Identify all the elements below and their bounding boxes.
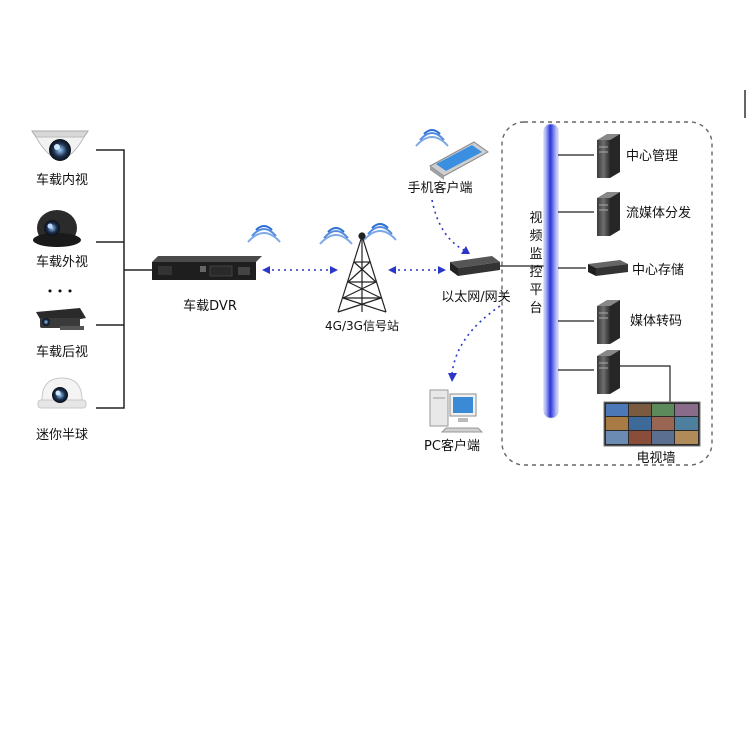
server-media-transcode-label: 媒体转码 — [630, 314, 682, 329]
tower-label: 4G/3G信号站 — [325, 319, 399, 333]
dvr-label: 车载DVR — [183, 298, 237, 314]
camera-inner-label: 车载内视 — [36, 172, 88, 188]
storage-box-icon — [588, 260, 628, 276]
camera-outer-label: 车载外视 — [36, 254, 88, 270]
svg-text:控: 控 — [529, 265, 542, 280]
wireless-wave-icon — [247, 225, 281, 243]
mini-dome-camera-icon — [37, 377, 87, 409]
tv-wall-label: 电视墙 — [636, 451, 675, 466]
bus-connectors — [558, 154, 594, 371]
tv-wall-icon — [603, 401, 701, 447]
link-gateway-pc — [448, 305, 501, 382]
dvr-device-icon — [152, 256, 262, 280]
link-tower-gateway — [388, 266, 446, 274]
svg-text:频: 频 — [529, 229, 542, 244]
platform-vertical-label: 视 频 监 控 平 台 — [529, 211, 542, 316]
edge-mark — [744, 90, 746, 118]
server-tower-icon — [597, 300, 620, 344]
signal-tower-icon — [337, 232, 387, 313]
rear-camera-icon — [36, 308, 86, 330]
link-mobile-gateway — [431, 199, 470, 254]
svg-text:平: 平 — [529, 283, 542, 298]
gateway-switch-icon — [450, 256, 500, 276]
server-center-mgmt-label: 中心管理 — [626, 149, 678, 164]
svg-text:视: 视 — [529, 211, 542, 226]
wireless-wave-icon — [415, 129, 449, 147]
server-tower-icon — [597, 134, 620, 178]
server-center-storage-label: 中心存储 — [632, 263, 684, 278]
svg-text:监: 监 — [529, 247, 542, 262]
pc-label: PC客户端 — [424, 438, 480, 454]
camera-ellipsis: • • • — [47, 285, 73, 298]
camera-bracket-connector — [96, 149, 152, 409]
gateway-label: 以太网/网关 — [441, 290, 510, 305]
svg-text:台: 台 — [529, 301, 542, 316]
platform-bus — [543, 123, 559, 419]
platform-frame — [501, 121, 713, 466]
server-tower-icon — [597, 350, 620, 394]
camera-rear-label: 车载后视 — [36, 344, 88, 360]
pc-computer-icon — [429, 389, 484, 433]
dome-camera-icon — [31, 130, 89, 161]
server-stream-dist-label: 流媒体分发 — [626, 205, 691, 221]
link-server-tvwall — [620, 365, 671, 402]
server-tower-icon — [597, 192, 620, 236]
wireless-wave-icon — [363, 223, 397, 241]
camera-mini-label: 迷你半球 — [36, 428, 88, 443]
wireless-wave-icon — [319, 227, 353, 245]
link-dvr-tower — [262, 266, 338, 274]
mobile-label: 手机客户端 — [407, 180, 472, 196]
mobile-phone-icon — [429, 141, 489, 180]
black-dome-camera-icon — [33, 210, 81, 247]
